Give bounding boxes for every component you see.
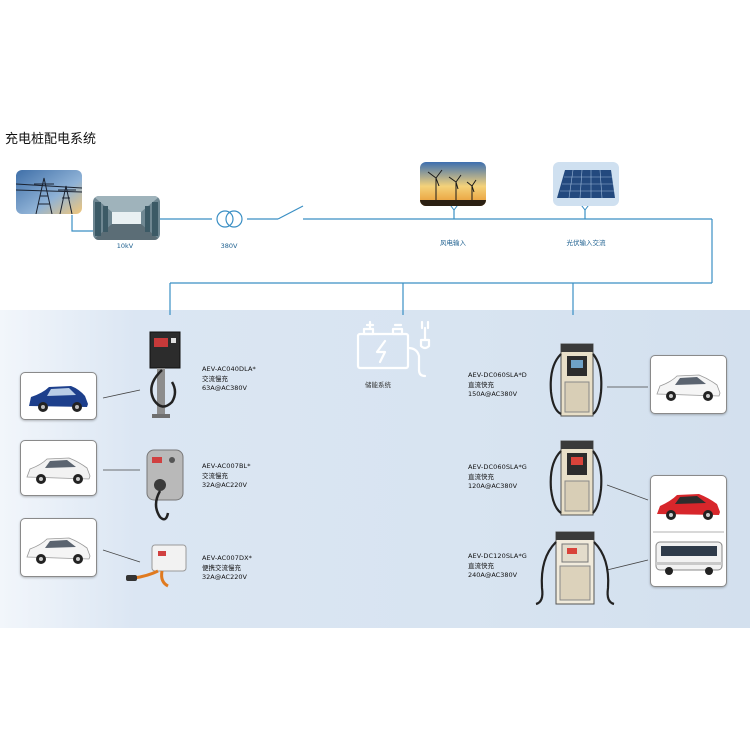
charger-dc060g-info: AEV-DC060SLA*G 直流快充 120A@AC380V xyxy=(468,463,527,492)
charger-dc060d-spec: 150A@AC380V xyxy=(468,390,518,398)
wind-input-label: 风电输入 xyxy=(440,239,466,247)
charger-dc120g-spec: 240A@AC380V xyxy=(468,571,518,579)
vehicle-card-red-car-and-bus xyxy=(650,475,727,587)
charger-ac007bl-spec: 32A@AC220V xyxy=(202,481,247,489)
charger-ac040-spec: 63A@AC380V xyxy=(202,384,247,392)
car-card-white-sedan-2 xyxy=(20,518,97,577)
charger-ac007dx-info: AEV-AC007DX* 便携交流慢充 32A@AC220V xyxy=(202,554,252,583)
charger-dc060g-spec: 120A@AC380V xyxy=(468,482,518,490)
charger-ac007dx-spec: 32A@AC220V xyxy=(202,573,247,581)
label-380v: 380V xyxy=(220,242,238,250)
wind-power-photo xyxy=(420,162,486,206)
wall-charger-ac040-icon xyxy=(149,331,181,418)
car-card-white-sedan-right xyxy=(650,355,727,414)
wall-charger-ac007bl-icon xyxy=(146,449,184,521)
charger-ac007dx-model: AEV-AC007DX* xyxy=(202,554,253,562)
transformer-icon xyxy=(216,210,243,228)
charger-dc060d-type: 直流快充 xyxy=(468,380,494,389)
car-card-white-sedan-1 xyxy=(20,440,97,496)
dc-charger-dc120g-icon xyxy=(535,531,615,606)
solar-input-label: 光伏输入交流 xyxy=(566,239,606,247)
solar-power-photo xyxy=(553,162,619,206)
white-car-image xyxy=(26,457,91,484)
page-title: 充电桩配电系统 xyxy=(5,132,97,147)
power-grid-photo xyxy=(16,170,82,214)
charger-ac007bl-info: AEV-AC007BL* 交流慢充 32A@AC220V xyxy=(202,462,251,491)
battery-storage-icon xyxy=(356,320,431,378)
charger-dc060g-type: 直流快充 xyxy=(468,472,494,481)
charger-dc120g-model: AEV-DC120SLA*G xyxy=(468,552,527,560)
charger-dc120g-type: 直流快充 xyxy=(468,561,494,570)
red-car-and-bus-image xyxy=(653,494,724,575)
car-card-blue-hatchback xyxy=(20,372,97,420)
dc-charger-dc060g-icon xyxy=(549,440,603,516)
charger-ac040-type: 交流慢充 xyxy=(202,374,228,383)
blue-car-image xyxy=(29,386,88,412)
charger-ac040-model: AEV-AC040DLA* xyxy=(202,365,256,373)
charger-ac007bl-model: AEV-AC007BL* xyxy=(202,462,251,470)
dc-charger-dc060d-icon xyxy=(549,343,603,417)
substation-photo xyxy=(93,196,160,240)
label-10kv: 10kV xyxy=(116,242,134,250)
white-car-image-2 xyxy=(26,537,91,564)
storage-system-label: 储能系统 xyxy=(365,381,391,389)
charger-dc060g-model: AEV-DC060SLA*G xyxy=(468,463,527,471)
charger-ac007bl-type: 交流慢充 xyxy=(202,471,228,480)
charger-ac040-info: AEV-AC040DLA* 交流慢充 63A@AC380V xyxy=(202,365,256,394)
white-car-image-right xyxy=(656,374,721,401)
charger-dc120g-info: AEV-DC120SLA*G 直流快充 240A@AC380V xyxy=(468,552,527,581)
charger-dc060d-model: AEV-DC060SLA*D xyxy=(468,371,527,379)
charging-area-panel xyxy=(0,310,750,628)
charger-dc060d-info: AEV-DC060SLA*D 直流快充 150A@AC380V xyxy=(468,371,527,400)
portable-charger-ac007dx-icon xyxy=(126,544,187,588)
charger-ac007dx-type: 便携交流慢充 xyxy=(202,563,241,572)
